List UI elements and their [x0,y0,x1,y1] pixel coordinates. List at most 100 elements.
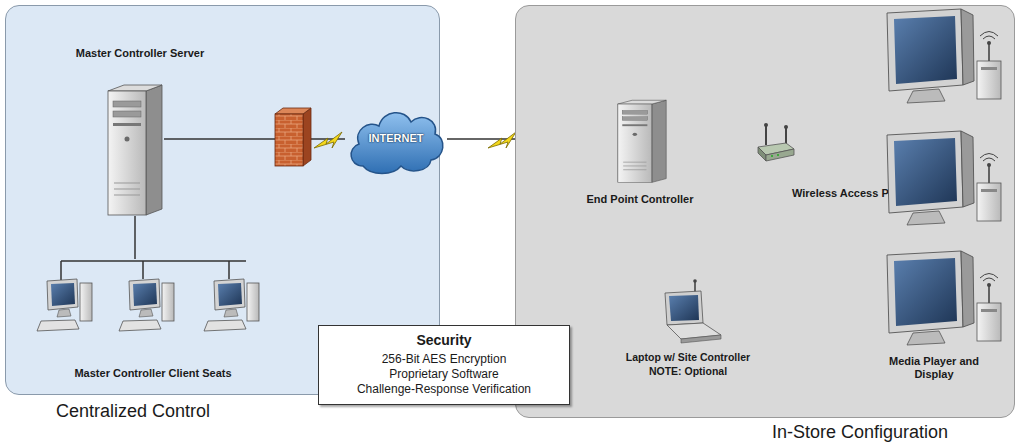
drawing-part [618,100,666,104]
drawing-part [108,91,146,215]
drawing-part [669,295,699,321]
drawing-part [113,101,141,107]
drawing-part [51,283,75,306]
laptop-node: Laptop w/ Site ControllerNOTE: Optional [651,279,726,347]
drawing-part [987,283,991,287]
drawing-part [214,279,245,310]
drawing-part [47,279,78,310]
drawing-part [977,61,1001,99]
drawing-part [681,335,721,343]
drawing-part [133,283,157,306]
drawing-part [57,309,71,317]
drawing-part [988,165,990,183]
drawing-part [961,131,974,207]
drawing-part [987,163,991,167]
drawing-part [777,154,779,156]
drawing-part [61,261,246,280]
box-heading: Security [327,332,561,350]
laptop-icon [651,279,726,347]
drawing-part [887,9,963,91]
node-label: End Point Controller [587,193,694,206]
drawing-part [80,283,92,321]
connector-line [134,216,136,259]
drawing-part [784,125,788,129]
drawing-part [977,303,1001,341]
drawing-part [907,331,945,345]
tower-computer [106,83,164,216]
drawing-part [204,320,246,331]
drawing-part [894,138,957,206]
drawing-part [758,147,766,161]
drawing-part [652,100,666,182]
drawing-part [887,251,1001,345]
drawing-part [275,114,303,166]
tower-node: End Point Controller [616,99,668,183]
drawing-part [113,123,141,126]
drawing-part [224,309,238,317]
drawing-part [622,117,647,121]
connector-line [164,138,345,140]
lightning-bolt [488,132,516,148]
node-label: NOTE: Optional [649,365,727,378]
node-label: Master Controller Server [76,47,204,60]
node-label: Laptop w/ Site Controller [626,351,750,364]
drawing-part [980,154,998,162]
drawing-part [907,89,945,103]
box-line: Proprietary Software [327,367,561,382]
drawing-part [693,279,697,283]
drawing-part [988,285,990,303]
drawing-part [961,251,974,327]
drawing-part [887,131,1001,225]
client-computers [31,259,276,351]
drawing-part [623,162,646,170]
drawing-part [987,41,991,45]
drawing-part [139,309,153,317]
drawing-part [303,108,311,166]
drawing-part [977,183,1001,221]
drawing-part [108,85,162,91]
drawing-part [981,309,997,312]
node-label: Master Controller Client Seats [74,367,231,380]
firewall-icon [275,108,311,166]
drawing-part [275,108,311,114]
cloud-node: INTERNET [345,100,447,178]
node-label: In-Store Configuration [772,422,948,444]
clients-node: Master Controller Client Seats [31,259,276,351]
security-box: Security 256-Bit AES EncryptionProprietar… [318,325,570,405]
node-label: Media Player and Display [888,355,980,381]
drawing-part [618,104,652,182]
drawing-part [622,110,647,114]
drawing-part [113,111,141,117]
drawing-part [887,251,963,333]
drawing-part [119,320,161,331]
tower-node: Master Controller Server [106,83,164,216]
drawing-part [125,137,130,142]
monitors-node: Media Player and Display [879,9,1007,349]
drawing-part [622,124,647,126]
box-line: 256-Bit AES Encryption [327,352,561,367]
ap-node: Wireless Access Point [756,121,796,163]
drawing-part [247,283,259,321]
drawing-part [37,320,79,331]
drawing-part [980,274,998,282]
drawing-part [887,9,1001,103]
drawing-part [981,67,997,70]
drawing-part [894,16,957,84]
drawing-part [894,258,957,326]
drawing-part [771,155,773,157]
drawing-part [218,283,242,306]
drawing-part [633,133,637,136]
drawing-part [766,149,794,161]
drawing-part [665,291,703,325]
box-line: Challenge-Response Verification [327,382,561,397]
tower-computer [616,99,668,183]
drawing-part [887,131,963,213]
drawing-part [129,279,160,310]
lightning-bolt [314,132,342,148]
drawing-part [907,211,945,225]
node-label: INTERNET [369,132,424,145]
drawing-part [981,189,997,192]
drawing-part [146,85,162,215]
node-label: Centralized Control [56,401,210,423]
